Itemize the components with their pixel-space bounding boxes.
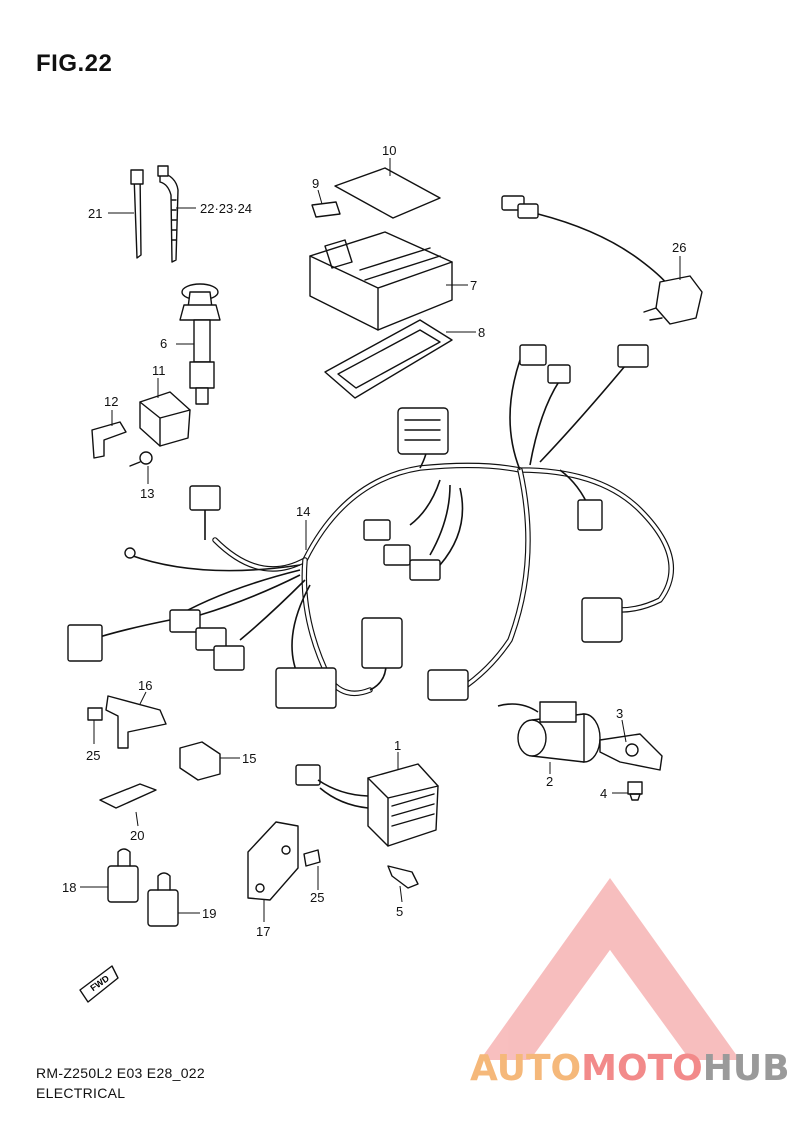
cable-tie-21[interactable] (130, 169, 144, 259)
callout-2: 2 (546, 774, 553, 789)
wiring-harness-14[interactable] (67, 344, 674, 709)
callout-7: 7 (470, 278, 477, 293)
callout-26: 26 (672, 240, 686, 255)
ignition-coil-6[interactable] (179, 283, 221, 405)
callout-16: 16 (138, 678, 152, 693)
pad-20[interactable] (99, 783, 157, 809)
ecm-unit-7[interactable] (309, 231, 453, 331)
callout-21: 21 (88, 206, 102, 221)
callout-8: 8 (478, 325, 485, 340)
fwd-arrow (79, 965, 119, 1003)
callout-22-23-24: 22·23·24 (200, 201, 252, 216)
ignition-relay-11[interactable] (139, 391, 191, 447)
callout-6: 6 (160, 336, 167, 351)
callout-12: 12 (104, 394, 118, 409)
bolt-13[interactable] (129, 451, 153, 467)
callout-10: 10 (382, 143, 396, 158)
watermark-logo (480, 878, 740, 1060)
section-name: ELECTRICAL (36, 1085, 126, 1101)
label-sticker-9[interactable] (311, 201, 341, 218)
fuse-box-18[interactable] (107, 848, 139, 903)
callout-4: 4 (600, 786, 607, 801)
condenser-2[interactable] (497, 701, 601, 763)
callout-19: 19 (202, 906, 216, 921)
callout-25-right: 25 (310, 890, 324, 905)
sensor-26[interactable] (501, 195, 703, 325)
bolt-25-right[interactable] (303, 849, 321, 867)
regulator-rectifier-1[interactable] (295, 763, 439, 847)
callout-14: 14 (296, 504, 310, 519)
callout-15: 15 (242, 751, 256, 766)
watermark-part-1: AUTO (470, 1048, 581, 1089)
callout-18: 18 (62, 880, 76, 895)
unit-15[interactable] (179, 741, 221, 781)
callout-20: 20 (130, 828, 144, 843)
callout-13: 13 (140, 486, 154, 501)
bolt-25-left[interactable] (87, 707, 103, 721)
fuse-box-19[interactable] (147, 872, 179, 927)
insulation-sheet-10[interactable] (334, 167, 441, 219)
callout-5: 5 (396, 904, 403, 919)
diagram-code: RM-Z250L2 E03 E28_022 (36, 1065, 205, 1081)
watermark-part-2: MOTO (581, 1048, 703, 1089)
callout-17: 17 (256, 924, 270, 939)
callout-1: 1 (394, 738, 401, 753)
leader-lines (80, 158, 681, 922)
bracket-12[interactable] (91, 421, 127, 459)
cable-tie-22-23-24[interactable] (157, 165, 179, 263)
callout-9: 9 (312, 176, 319, 191)
callout-3: 3 (616, 706, 623, 721)
watermark-text: AUTOMOTOHUB (470, 1048, 790, 1089)
bolt-5[interactable] (387, 865, 419, 889)
bracket-16[interactable] (105, 695, 167, 749)
rubber-band-8[interactable] (324, 319, 453, 399)
bolt-4[interactable] (627, 781, 643, 801)
bracket-3[interactable] (599, 733, 663, 771)
watermark-part-3: HUB (703, 1048, 790, 1089)
figure-title: FIG.22 (36, 50, 113, 77)
callout-11: 11 (152, 363, 166, 378)
callout-25-left: 25 (86, 748, 100, 763)
bracket-17[interactable] (247, 821, 299, 901)
